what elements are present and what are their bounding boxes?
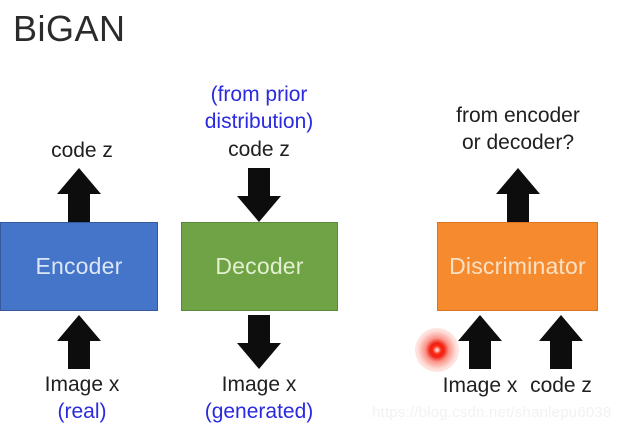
discriminator-input-code-label: code z <box>530 374 592 397</box>
encoder-input-label: Image x <box>44 373 120 396</box>
discriminator-input-image-label: Image x <box>442 374 518 397</box>
arrow-head-icon <box>57 168 101 194</box>
decoder-output-label: Image x <box>221 373 297 396</box>
page-title: BiGAN <box>13 8 126 49</box>
arrow-shaft <box>507 193 529 222</box>
arrow-discriminator-output-icon <box>496 168 540 222</box>
encoder-output-label: code z <box>51 139 113 162</box>
arrow-head-icon <box>539 315 583 341</box>
arrow-image-x-to-encoder-icon <box>57 315 101 369</box>
arrow-head-icon <box>237 343 281 369</box>
arrow-shaft <box>68 340 90 369</box>
watermark: https://blog.csdn.net/shanlepu6038 <box>372 404 612 421</box>
arrow-head-icon <box>458 315 502 341</box>
arrow-encoder-to-code-z-icon <box>57 168 101 222</box>
arrow-decoder-to-image-x-icon <box>237 315 281 369</box>
arrow-head-icon <box>237 196 281 222</box>
encoder-input-note: (real) <box>57 400 107 423</box>
module-decoder-label: Decoder <box>215 253 304 279</box>
discriminator-output-line2: or decoder? <box>461 131 575 154</box>
module-encoder-label: Encoder <box>35 253 123 279</box>
arrow-code-z-to-discriminator-icon <box>539 315 583 369</box>
arrow-shaft <box>248 315 270 344</box>
arrow-head-icon <box>496 168 540 194</box>
discriminator-output-line1: from encoder <box>456 104 580 127</box>
arrow-head-icon <box>57 315 101 341</box>
decoder-input-label: code z <box>228 138 290 161</box>
arrow-shaft <box>248 168 270 197</box>
module-discriminator[interactable]: Discriminator <box>437 222 598 311</box>
module-decoder[interactable]: Decoder <box>181 222 338 311</box>
decoder-input-note-line2: distribution) <box>204 110 314 133</box>
laser-pointer-dot-icon <box>415 328 459 372</box>
module-encoder[interactable]: Encoder <box>0 222 158 311</box>
decoder-input-note-line1: (from prior <box>210 83 308 106</box>
module-discriminator-label: Discriminator <box>449 253 586 279</box>
arrow-shaft <box>550 340 572 369</box>
arrow-shaft <box>469 340 491 369</box>
arrow-code-z-to-decoder-icon <box>237 168 281 222</box>
arrow-shaft <box>68 193 90 222</box>
arrow-image-x-to-discriminator-icon <box>458 315 502 369</box>
decoder-output-note: (generated) <box>204 400 314 423</box>
